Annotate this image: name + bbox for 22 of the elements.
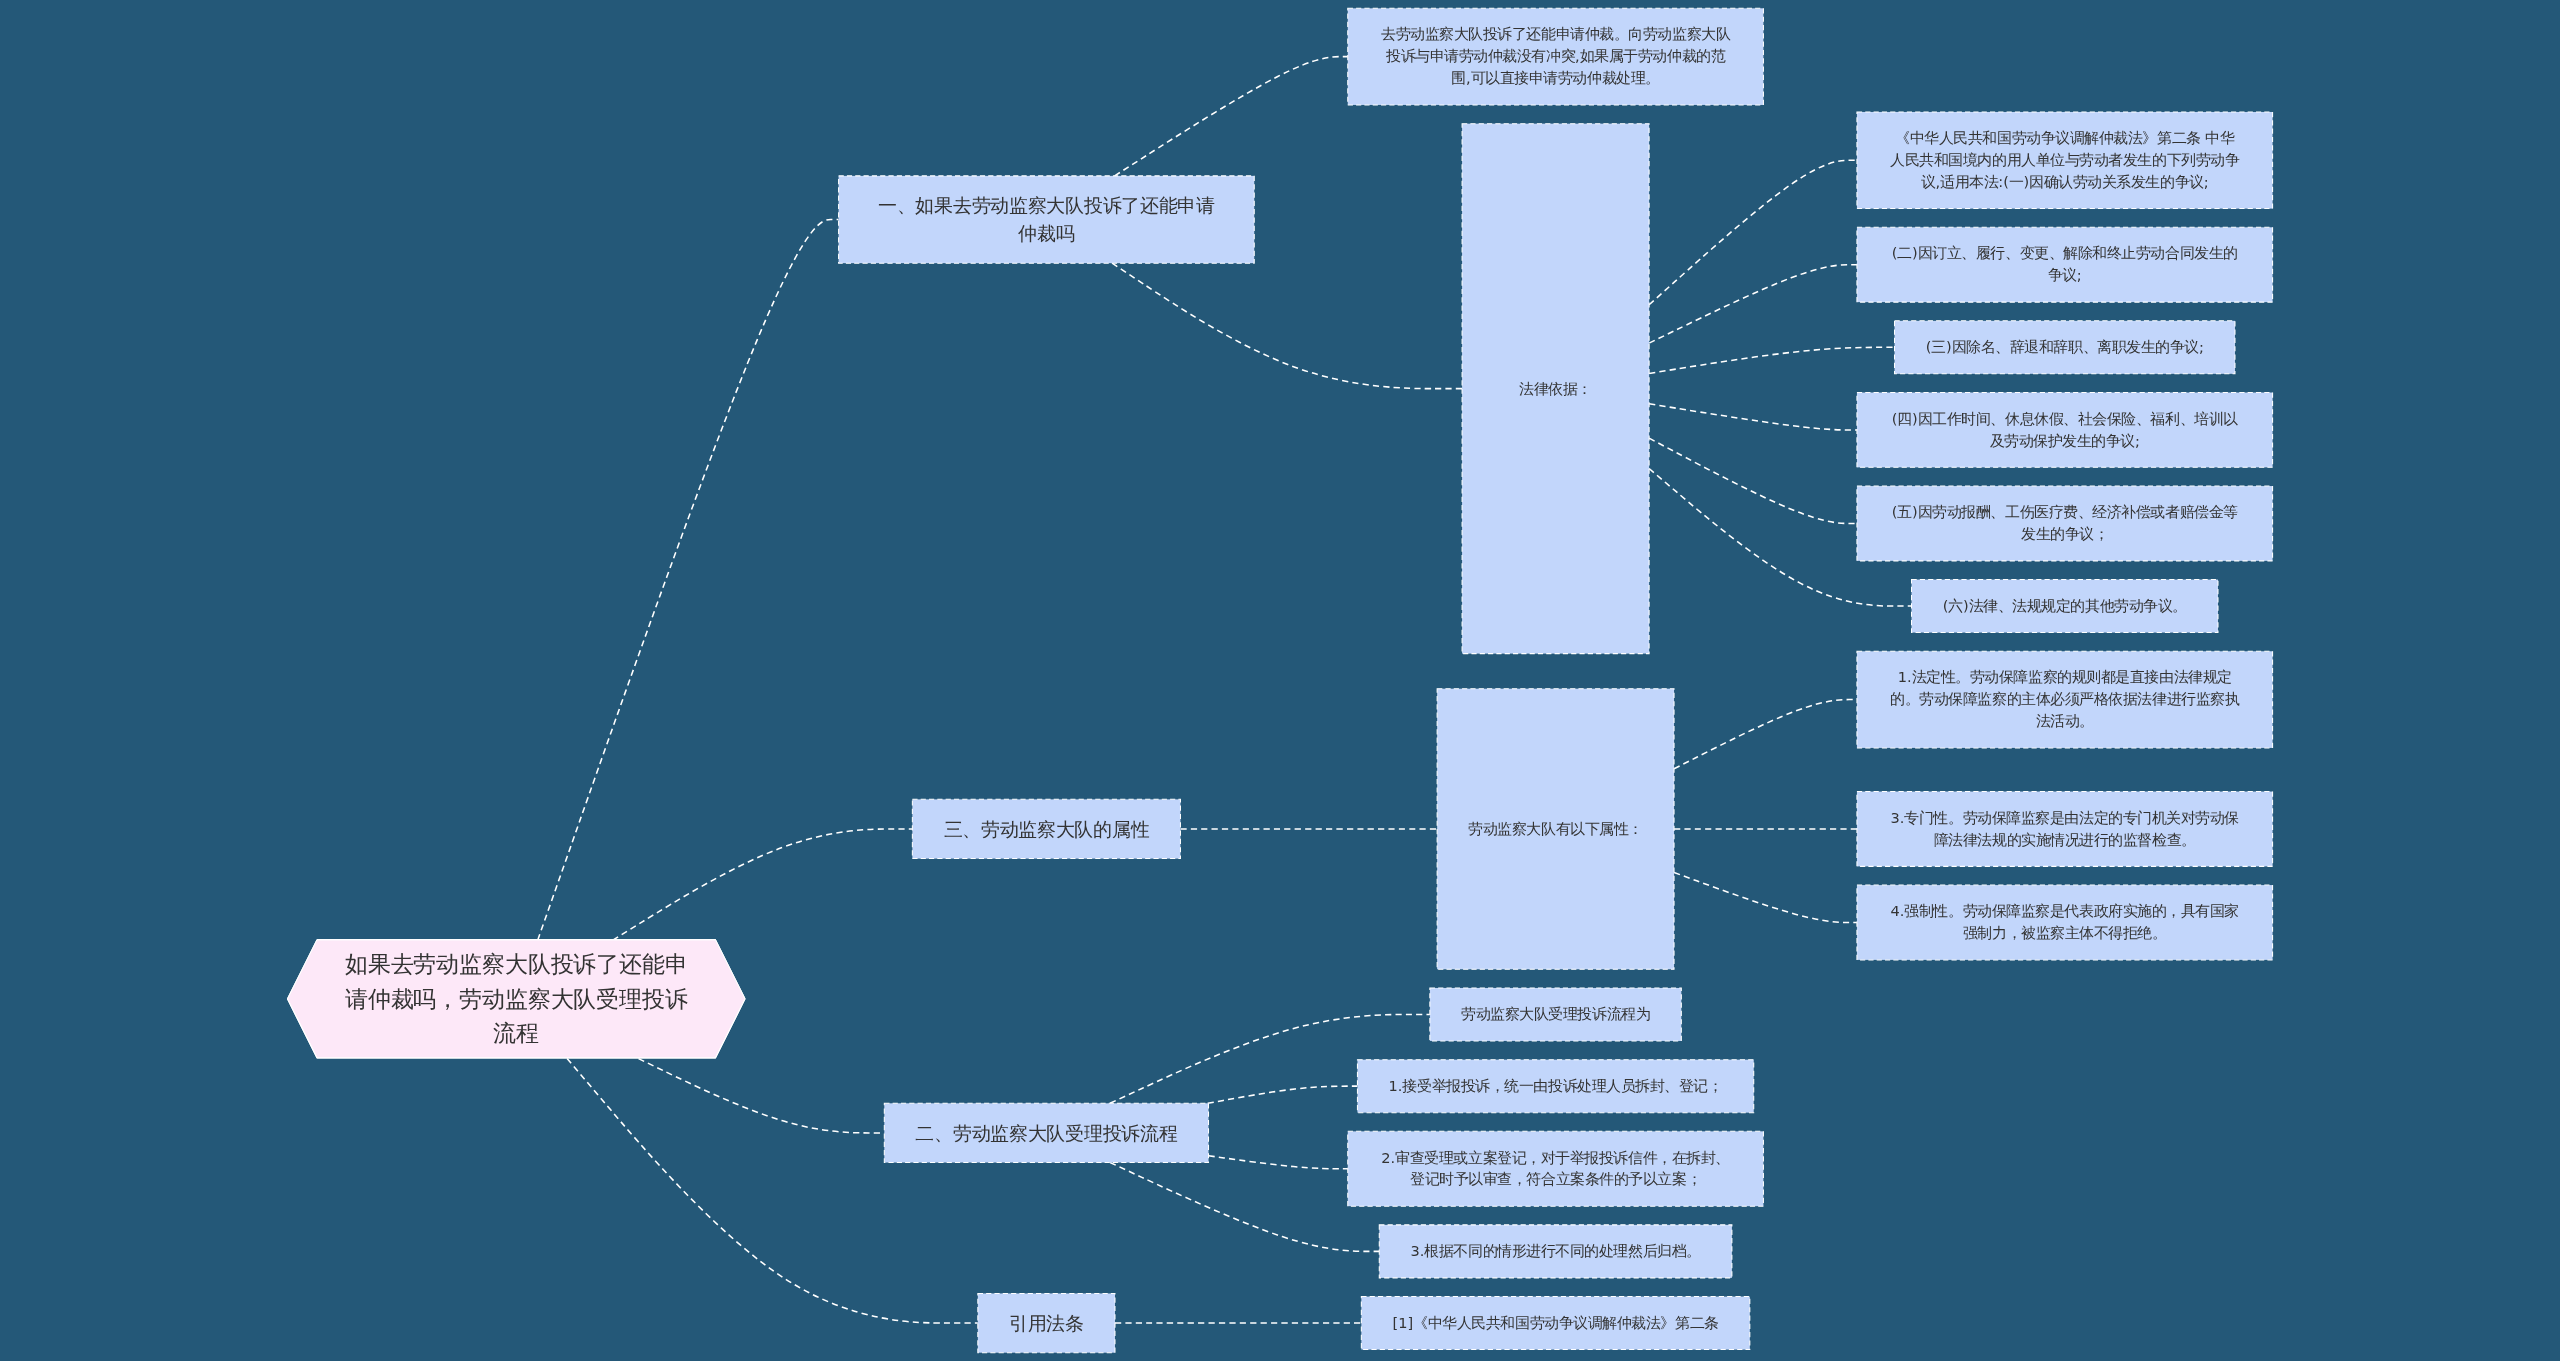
node-box: (六)法律、法规规定的其他劳动争议。 <box>1911 579 2219 634</box>
node-box: 引用法条 <box>977 1292 1116 1354</box>
node-box: 法律依据： <box>1461 123 1650 655</box>
node-box: [1]《中华人民共和国劳动争议调解仲裁法》第二条 <box>1360 1296 1751 1351</box>
node-box: (三)因除名、辞退和辞职、离职发生的争议; <box>1894 320 2236 375</box>
node-box: 3.专门性。劳动保障监察是由法定的专门机关对劳动保障法律法规的实施情况进行的监督检查。 <box>1856 791 2274 867</box>
node-box: 3.根据不同的情形进行不同的处理然后归档。 <box>1378 1224 1733 1279</box>
node-box: 4.强制性。劳动保障监察是代表政府实施的，具有国家强制力，被监察主体不得拒绝。 <box>1856 884 2274 961</box>
node-box: 2.审查受理或立案登记，对于举报投诉信件，在拆封、登记时予以审查，符合立案条件的予以立案； <box>1347 1130 1764 1207</box>
node-box: 劳动监察大队受理投诉流程为 <box>1429 987 1682 1042</box>
node-box: 《中华人民共和国劳动争议调解仲裁法》第二条 中华人民共和国境内的用人单位与劳动者发生的下列劳动争议,适用本法:(一)因确认劳动关系发生的争议; <box>1856 111 2274 210</box>
connector <box>1111 262 1463 390</box>
node-box: 三、劳动监察大队的属性 <box>911 798 1181 860</box>
node-box: 1.法定性。劳动保障监察的规则都是直接由法律规定的。劳动保障监察的主体必须严格依据法律进行监察执法活动。 <box>1856 650 2274 749</box>
node-box: 二、劳动监察大队受理投诉流程 <box>883 1102 1210 1164</box>
node-box: (二)因订立、履行、变更、解除和终止劳动合同发生的争议; <box>1856 226 2274 303</box>
node-box: (五)因劳动报酬、工伤医疗费、经济补偿或者赔偿金等发生的争议； <box>1856 485 2274 562</box>
node-box: 一、如果去劳动监察大队投诉了还能申请仲裁吗 <box>838 175 1255 264</box>
node-box: 去劳动监察大队投诉了还能申请仲裁。向劳动监察大队投诉与申请劳动仲裁没有冲突,如果属于劳动仲裁的范围,可以直接申请劳动仲裁处理。 <box>1347 7 1764 106</box>
node-box: (四)因工作时间、休息休假、社会保险、福利、培训以及劳动保护发生的争议; <box>1856 392 2274 468</box>
node-box: 劳动监察大队有以下属性： <box>1436 688 1675 970</box>
node-box: 1.接受举报投诉，统一由投诉处理人员拆封、登记； <box>1356 1059 1755 1114</box>
